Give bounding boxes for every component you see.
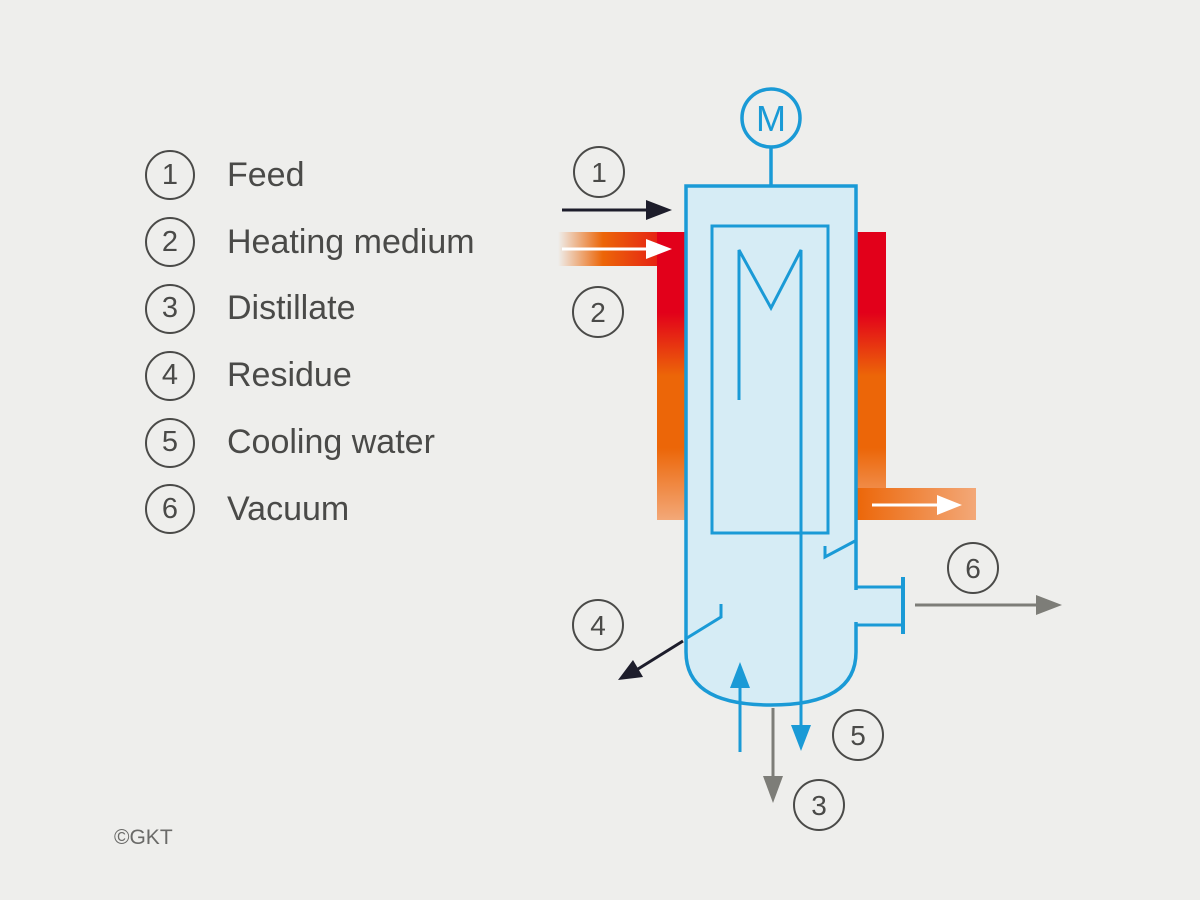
svg-text:3: 3 [811, 790, 827, 821]
legend-label: Cooling water [227, 423, 435, 462]
vacuum-nozzle [855, 577, 905, 634]
svg-text:1: 1 [591, 157, 607, 188]
legend-item-distillate: 3 Distillate [145, 276, 475, 343]
legend-item-heating-medium: 2 Heating medium [145, 209, 475, 276]
cooling-water-outlet-arrow [791, 725, 811, 751]
callout-vacuum: 6 [947, 542, 999, 594]
legend-label: Feed [227, 155, 305, 194]
heating-jacket-right [856, 232, 886, 520]
heating-jacket [558, 232, 976, 520]
svg-text:2: 2 [590, 297, 606, 328]
legend-number-circle: 6 [145, 484, 195, 535]
evaporator-vessel [684, 184, 858, 707]
residue-baffle [686, 604, 723, 640]
legend-item-feed: 1 Feed [145, 142, 475, 209]
svg-text:4: 4 [590, 610, 606, 641]
legend-number-circle: 3 [145, 283, 195, 334]
legend-item-cooling-water: 5 Cooling water [145, 409, 475, 476]
feed-arrow [562, 200, 672, 220]
legend-number-circle: 4 [145, 350, 195, 401]
heating-jacket-left [657, 232, 686, 520]
legend-label: Distillate [227, 289, 356, 328]
cooling-coil [737, 249, 803, 735]
callout-residue: 4 [572, 599, 624, 651]
legend-label: Vacuum [227, 489, 350, 528]
svg-text:6: 6 [965, 553, 981, 584]
legend-item-vacuum: 6 Vacuum [145, 476, 475, 543]
callout-heating-medium: 2 [572, 286, 624, 338]
legend-label: Residue [227, 356, 352, 395]
internal-condenser [710, 224, 830, 535]
motor-label: M [756, 98, 786, 139]
residue-arrow [618, 639, 684, 680]
vacuum-arrow [915, 595, 1062, 615]
svg-text:5: 5 [850, 720, 866, 751]
cooling-water-inlet-arrow [730, 662, 750, 752]
legend-item-residue: 4 Residue [145, 342, 475, 409]
legend-label: Heating medium [227, 222, 475, 261]
callout-feed: 1 [573, 146, 625, 198]
legend-number-circle: 5 [145, 417, 195, 468]
vacuum-baffle [823, 539, 856, 560]
callout-cooling-water: 5 [832, 709, 884, 761]
heating-inlet-arrow [562, 239, 672, 259]
copyright-notice: ©GKT [114, 826, 173, 849]
legend-number-circle: 1 [145, 150, 195, 201]
callout-distillate: 3 [793, 779, 845, 831]
heating-outlet-arrow [872, 495, 962, 515]
distillate-arrow [763, 708, 783, 803]
legend: 1 Feed 2 Heating medium 3 Distillate 4 R… [145, 142, 475, 543]
motor-icon: M [740, 87, 802, 149]
legend-number-circle: 2 [145, 217, 195, 268]
